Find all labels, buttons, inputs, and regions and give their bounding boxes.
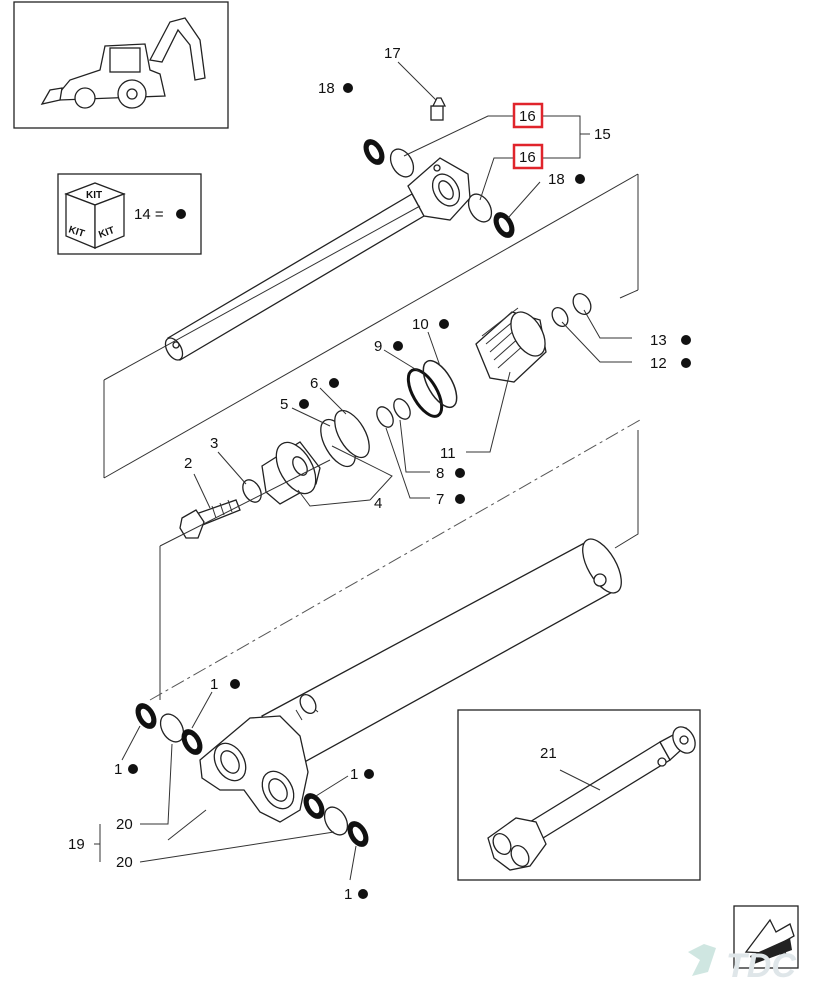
seal-8 [393, 398, 411, 420]
cylinder-head [475, 307, 547, 383]
callout-3: 3 [210, 435, 218, 452]
watermark-text: TDC [726, 947, 796, 985]
backhoe-loader-icon [40, 17, 206, 109]
callout-10: 10 [412, 316, 429, 333]
seal-12 [551, 307, 569, 327]
barrel-clevis [199, 715, 309, 823]
kit-dot [176, 209, 186, 219]
callout-1-bottom: 1 [344, 886, 352, 903]
bushing-20-top [159, 713, 185, 743]
highlight-16-top [512, 102, 544, 129]
callout-21: 21 [540, 745, 557, 762]
callout-7: 7 [436, 491, 444, 508]
leader-lines [94, 61, 632, 881]
callout-1-right: 1 [350, 766, 358, 783]
callout-13: 13 [650, 332, 667, 349]
explode-envelope-top [103, 173, 639, 479]
callout-11: 11 [440, 445, 456, 462]
callout-14: 14 = [134, 206, 164, 223]
callout-6: 6 [310, 375, 318, 392]
next-page-arrow[interactable] [733, 905, 799, 969]
wiper-13 [572, 293, 592, 315]
explode-envelope-bottom [159, 430, 639, 700]
oring-9 [406, 368, 444, 418]
bushing-16-right [467, 193, 493, 223]
cylinder-barrel [261, 538, 622, 771]
callout-16-top: 16 [519, 108, 536, 125]
kit-label-top: KIT [86, 190, 102, 201]
centerline [149, 419, 641, 701]
callout-18-top: 18 [318, 80, 335, 97]
callout-2: 2 [184, 455, 192, 472]
callout-15: 15 [594, 126, 611, 143]
highlight-16-bottom [512, 143, 544, 170]
callout-9: 9 [374, 338, 382, 355]
piston [261, 441, 321, 505]
bolt [179, 499, 241, 539]
callout-20-upper: 20 [116, 816, 133, 833]
ring-10 [422, 359, 458, 409]
callout-19: 19 [68, 836, 85, 853]
callout-8: 8 [436, 465, 444, 482]
grease-nipple [430, 97, 447, 121]
callout-16-bottom: 16 [519, 149, 536, 166]
tdc-logo-icon [688, 944, 716, 976]
kit-label-right: KIT [97, 225, 116, 241]
assembled-cylinder-inset: 21 [457, 709, 701, 881]
kit-cube-icon: KIT KIT KIT [64, 182, 126, 249]
callout-1-upper: 1 [210, 676, 218, 693]
callout-4: 4 [374, 495, 382, 512]
bushing-16-left [389, 148, 415, 178]
machine-thumbnail [13, 1, 229, 129]
seal-7 [376, 406, 394, 428]
ring-6 [334, 409, 370, 459]
callout-labels: 17 18 16 16 15 18 13 12 10 9 11 6 5 8 7 … [68, 45, 691, 903]
tdc-watermark: TDC [688, 944, 796, 985]
washer-3 [242, 479, 262, 503]
bushing-20-bottom [323, 806, 349, 836]
callout-12: 12 [650, 355, 667, 372]
callout-18-right: 18 [548, 171, 565, 188]
callout-17: 17 [384, 45, 401, 62]
kit-legend: KIT KIT KIT 14 = [57, 173, 202, 255]
callout-5: 5 [280, 396, 288, 413]
callout-1-left: 1 [114, 761, 122, 778]
kit-label-left: KIT [67, 224, 86, 239]
callout-20-lower: 20 [116, 854, 133, 871]
piston-rod [164, 157, 471, 361]
